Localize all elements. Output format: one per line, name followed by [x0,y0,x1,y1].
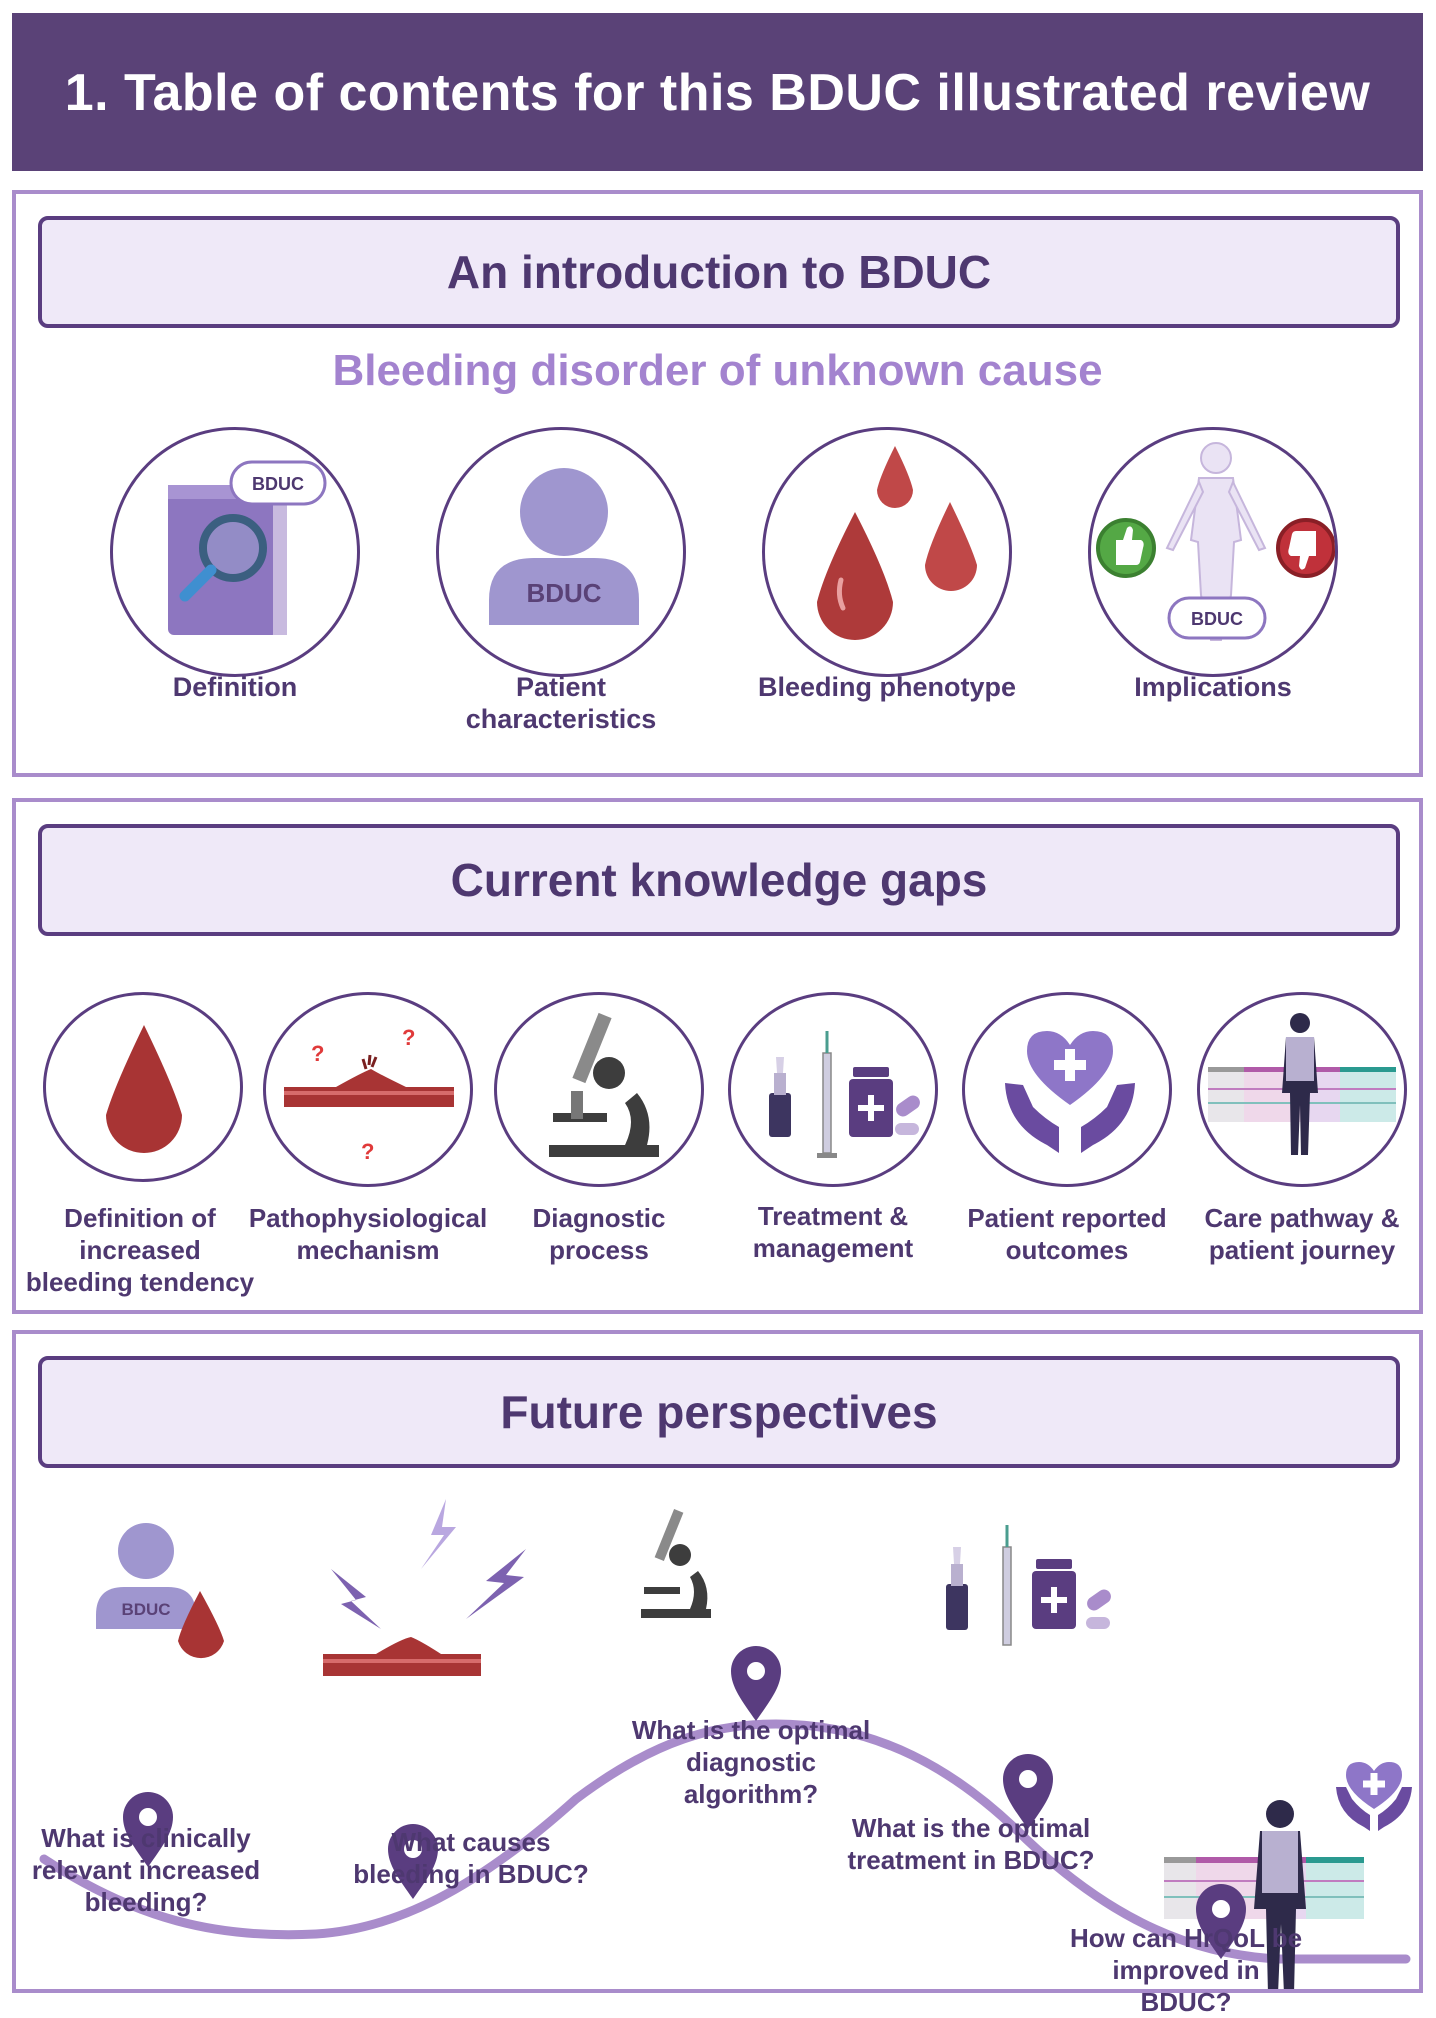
bleeding-circle [762,427,1012,677]
future-roadmap: BDUC [39,1499,1412,1989]
vessel-lightning-icon [323,1499,526,1676]
question-treatment: What is the optimal treatment in BDUC? [847,1813,1095,1875]
blood-drops-icon [817,446,977,640]
question-bleeding: What is clinically relevant increased bl… [31,1823,261,1917]
gap-treatment-label: Treatment & management [752,1201,914,1263]
page-title: 1. Table of contents for this BDUC illus… [64,64,1371,122]
gap-mechanism-circle: ? ? ? [263,992,473,1187]
gap-care-circle [1197,992,1407,1187]
question-mark-2: ? [402,1025,415,1050]
future-badge: BDUC [121,1600,170,1619]
person-icon: BDUC [489,468,639,625]
map-pin-icon [1003,1754,1053,1829]
gap-outcomes-circle [962,992,1172,1187]
gap-definition-label: Definition of increased bleeding tendenc… [25,1203,255,1297]
implications-circle: BDUC [1088,427,1338,677]
definition-badge: BDUC [252,474,304,494]
gap-outcomes-label: Patient reported outcomes [967,1203,1167,1265]
question-causes: What causes bleeding in BDUC? [353,1827,589,1889]
map-pin-icon [731,1646,781,1721]
gap-care-label: Care pathway & patient journey [1204,1203,1400,1265]
body-thumbs-icon: BDUC [1096,442,1335,641]
map-pin-icon [123,1792,173,1867]
question-mark-1: ? [311,1041,324,1066]
gap-definition-circle [43,992,243,1182]
question-diagnostic: What is the optimal diagnostic algorithm… [631,1715,871,1809]
intro-header-title: An introduction to BDUC [446,246,992,298]
future-header-title: Future perspectives [500,1386,938,1438]
gaps-header-title: Current knowledge gaps [450,854,988,906]
future-header: Future perspectives [38,1356,1400,1468]
road-curve [39,1719,1411,1964]
vessel-question-icon: ? ? ? [284,1025,454,1164]
patient-journey-icon [1208,1013,1396,1155]
patient-label: Patient characteristics [465,672,657,734]
patient-circle: BDUC [436,427,686,677]
future-microscope-icon [641,1509,711,1618]
gaps-panel: Current knowledge gaps Definition of inc… [12,798,1423,1314]
future-panel: Future perspectives BDUC [12,1330,1423,2017]
gap-treatment-circle [728,992,938,1187]
implications-label: Implications [1134,672,1292,702]
bleeding-phenotype-label: Bleeding phenotype [757,672,1017,702]
gap-diagnostic-label: Diagnostic process [532,1203,666,1265]
future-journey-icon [1164,1762,1412,1989]
future-medication-icon [946,1525,1111,1646]
intro-header: An introduction to BDUC [38,216,1400,328]
medication-icon [769,1031,920,1158]
intro-panel: An introduction to BDUC Bleeding disorde… [12,190,1423,777]
person-drop-icon: BDUC [96,1523,224,1659]
heart-hands-icon [1005,1031,1135,1153]
question-hrqol: How can HrQoL be improved in BDUC? [1069,1923,1303,2017]
question-mark-3: ? [361,1139,374,1164]
gap-mechanism-label: Pathophysiological mechanism [248,1203,488,1265]
blood-drop-icon [106,1025,182,1153]
title-banner: 1. Table of contents for this BDUC illus… [12,13,1423,171]
gaps-header: Current knowledge gaps [38,824,1400,936]
intro-subtitle: Bleeding disorder of unknown cause [332,346,1103,395]
microscope-icon [549,1012,659,1157]
book-magnifier-icon: BDUC [168,460,327,635]
map-pin-icon [388,1824,438,1899]
gap-diagnostic-circle [494,992,704,1187]
definition-circle: BDUC [110,427,360,677]
definition-label: Definition [172,672,298,702]
patient-badge: BDUC [526,578,601,608]
map-pin-icon [1196,1884,1246,1959]
implications-badge: BDUC [1191,609,1243,629]
